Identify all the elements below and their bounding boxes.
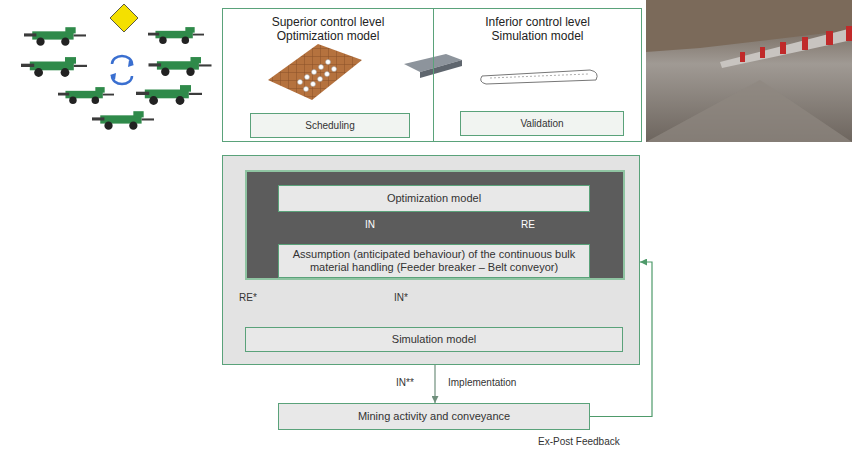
process-box: Assumption (anticipated behaviour) of th… bbox=[278, 244, 590, 278]
node-text: Validation bbox=[520, 118, 563, 129]
edge-label: IN** bbox=[396, 377, 414, 389]
outer-frame: Optimization modelAssumption (anticipate… bbox=[222, 155, 640, 365]
conveyor-picture bbox=[481, 70, 597, 84]
cycle-arrow bbox=[110, 60, 134, 80]
vehicle-icon bbox=[21, 57, 87, 77]
hazard-sign bbox=[110, 4, 138, 32]
edge-label: RE bbox=[521, 219, 535, 231]
vehicle-icon bbox=[149, 57, 212, 76]
edge-label: RE* bbox=[239, 292, 257, 304]
vehicle-icon bbox=[92, 111, 154, 130]
conveyor-photo bbox=[740, 26, 852, 62]
optimization-picture bbox=[268, 44, 362, 100]
level-panel: Inferior control level Simulation modelV… bbox=[433, 8, 642, 142]
conveyor-picture bbox=[490, 74, 588, 78]
flow-arrow bbox=[434, 365, 435, 403]
process-box: Simulation model bbox=[245, 327, 623, 352]
task-box: Scheduling bbox=[250, 113, 410, 138]
beam-picture bbox=[420, 60, 462, 78]
tunnel-photo bbox=[646, 0, 852, 142]
edge-label: Ex-Post Feedback bbox=[538, 436, 620, 448]
task-box: Validation bbox=[460, 111, 624, 136]
conveyor-photo bbox=[720, 28, 852, 68]
process-box: Mining activity and conveyance bbox=[278, 403, 590, 430]
level-panel: Superior control level Optimization mode… bbox=[222, 8, 434, 142]
tunnel-photo bbox=[646, 80, 852, 142]
node-text: Assumption (anticipated behaviour) of th… bbox=[287, 248, 581, 274]
vehicle-icon bbox=[136, 85, 202, 105]
node-text: Mining activity and conveyance bbox=[358, 410, 510, 423]
node-text: Inferior control level Simulation model bbox=[463, 15, 613, 43]
node-text: Superior control level Optimization mode… bbox=[253, 15, 403, 43]
process-box: Optimization model bbox=[278, 185, 590, 212]
node-text: Optimization model bbox=[387, 192, 481, 205]
optimization-picture bbox=[298, 60, 337, 92]
node-text: Scheduling bbox=[305, 120, 354, 131]
vehicle-icon bbox=[58, 87, 114, 104]
edge-label: IN* bbox=[394, 292, 408, 304]
flow-label: Implementation bbox=[448, 377, 516, 389]
edge-label: IN bbox=[365, 219, 375, 231]
node-text: Simulation model bbox=[392, 333, 476, 346]
vehicle-icon bbox=[148, 27, 204, 44]
vehicle-icon bbox=[24, 27, 86, 46]
inner-frame: Optimization modelAssumption (anticipate… bbox=[245, 170, 625, 280]
